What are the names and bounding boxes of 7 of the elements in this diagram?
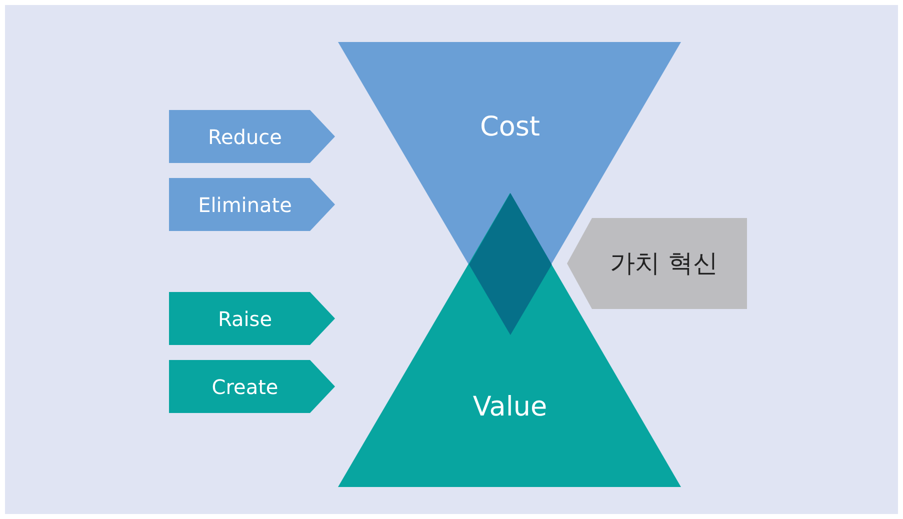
tag-label: Create: [212, 375, 278, 399]
triangle-label: Cost: [480, 112, 540, 142]
tag-label: Raise: [218, 307, 272, 331]
tag-label: Eliminate: [198, 193, 292, 217]
tag-label: 가치 혁신: [610, 248, 718, 280]
triangle-label: Value: [472, 392, 548, 422]
tag-label: Reduce: [208, 125, 282, 149]
